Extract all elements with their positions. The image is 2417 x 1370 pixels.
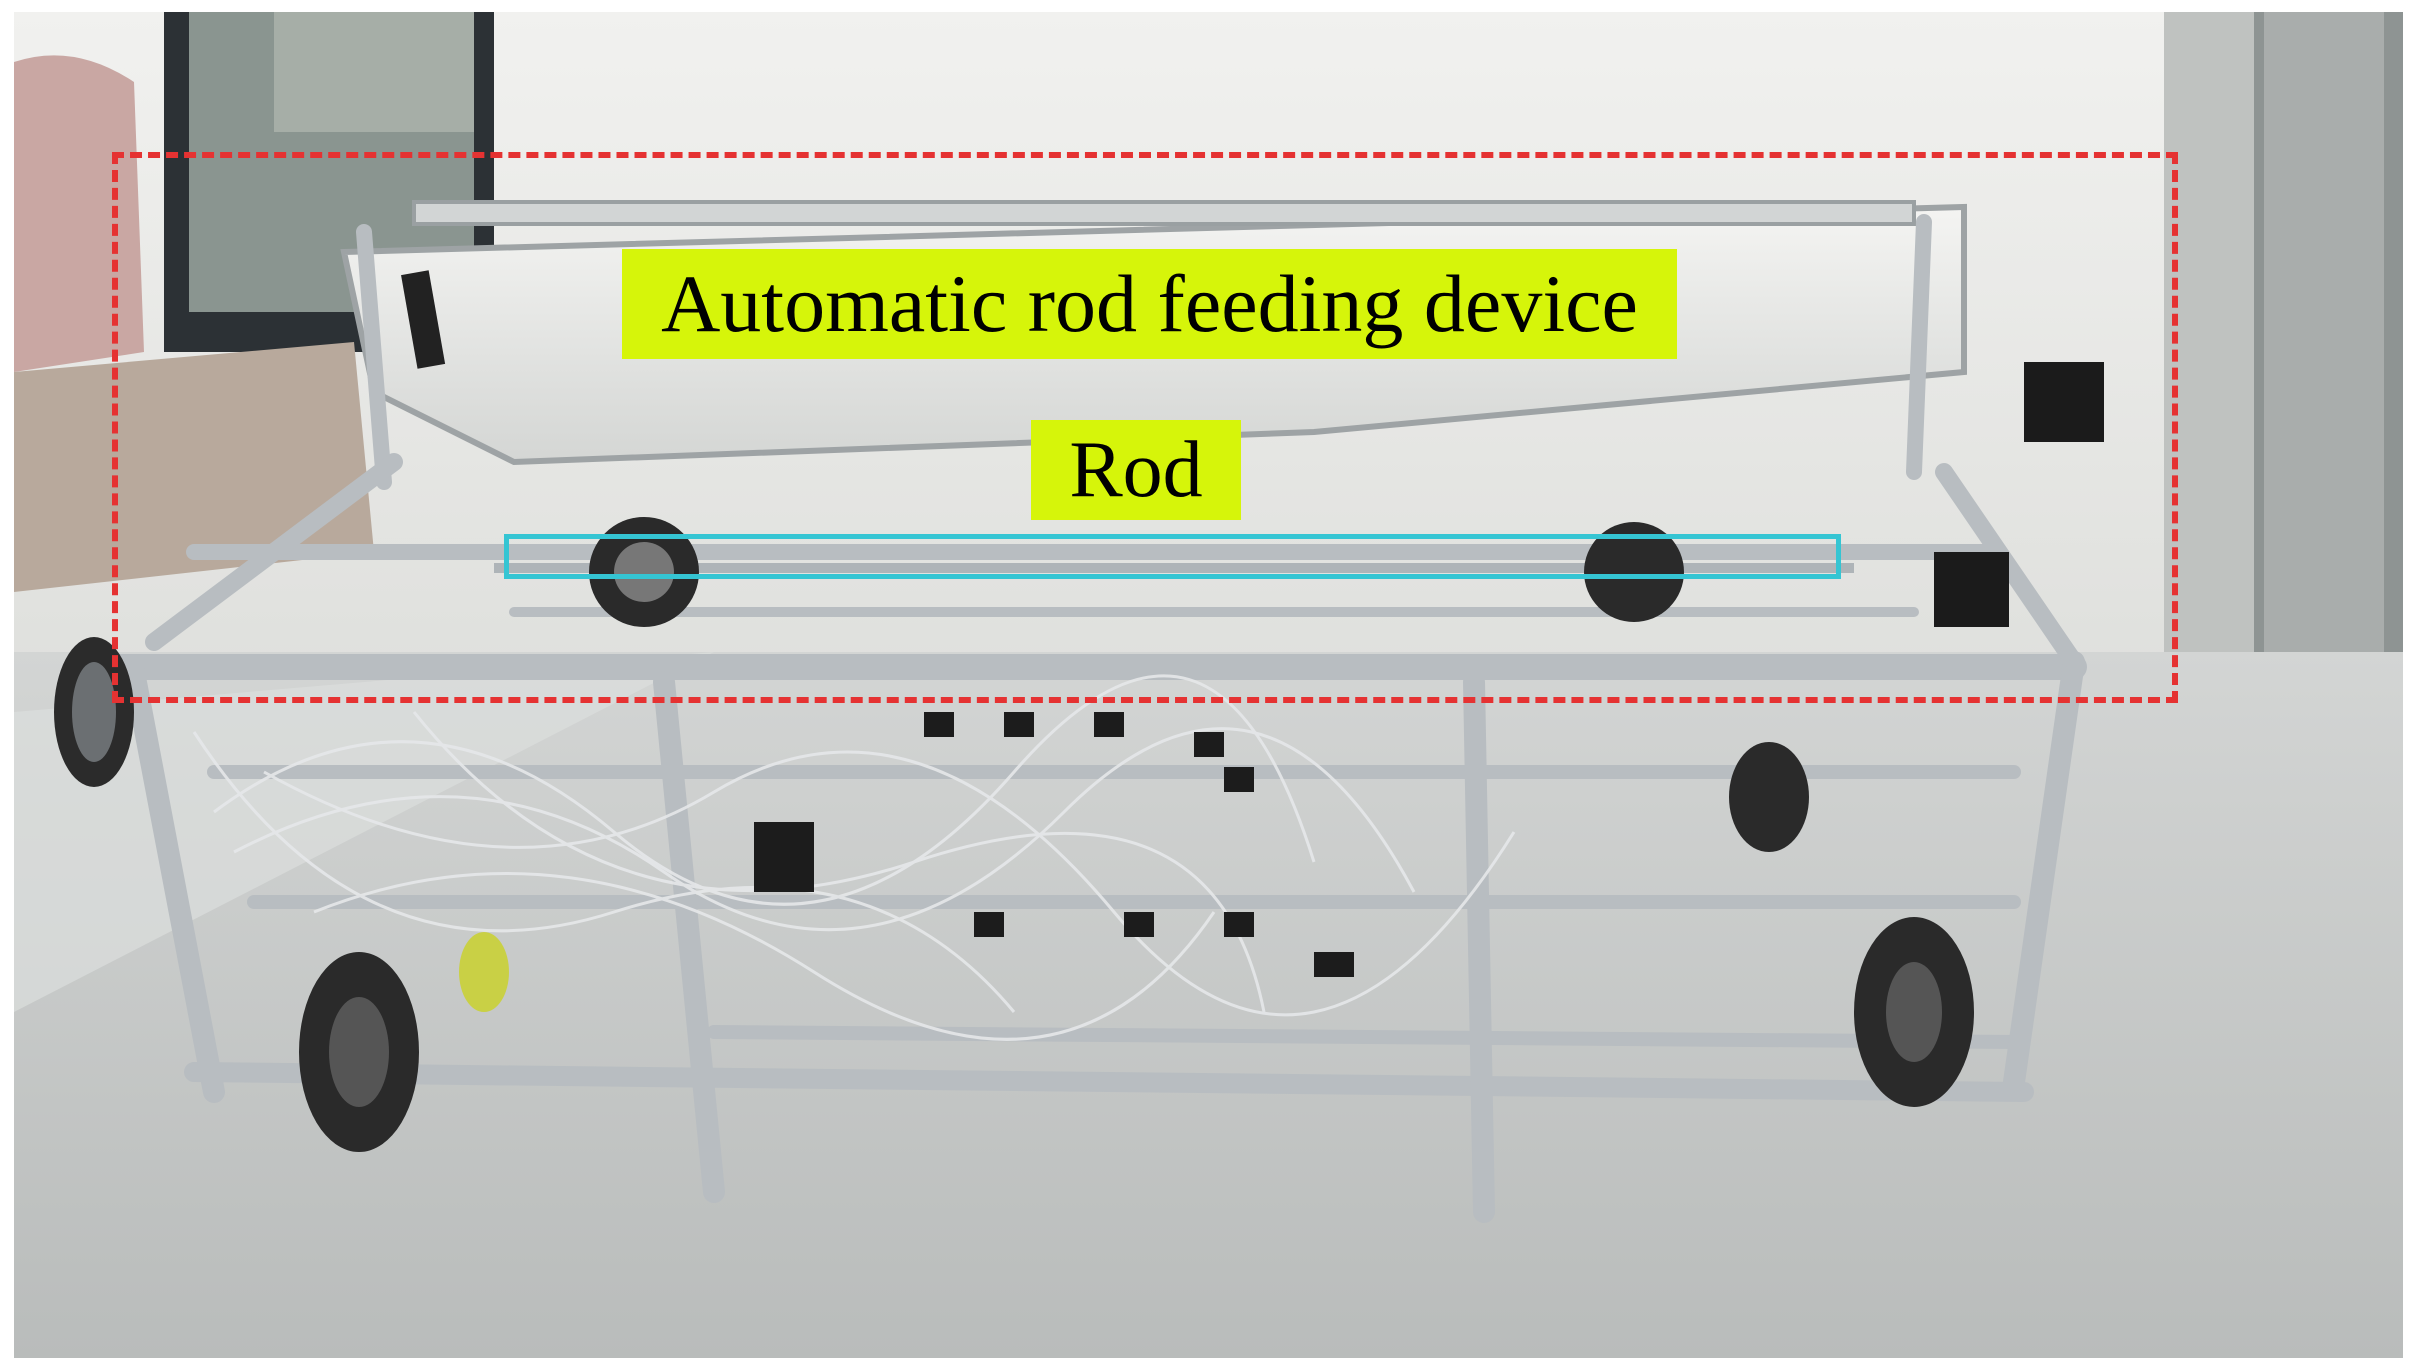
machine-photo [14,12,2403,1358]
device-label: Automatic rod feeding device [622,249,1677,359]
rod-label: Rod [1031,420,1241,520]
air-tubes [192,674,1516,1041]
frame [101,214,2087,1223]
machine-illustration [14,12,2403,1358]
motor-top [2024,362,2104,442]
wheels [299,742,1974,1152]
sack [14,55,144,372]
motor-mid [1934,552,2009,627]
